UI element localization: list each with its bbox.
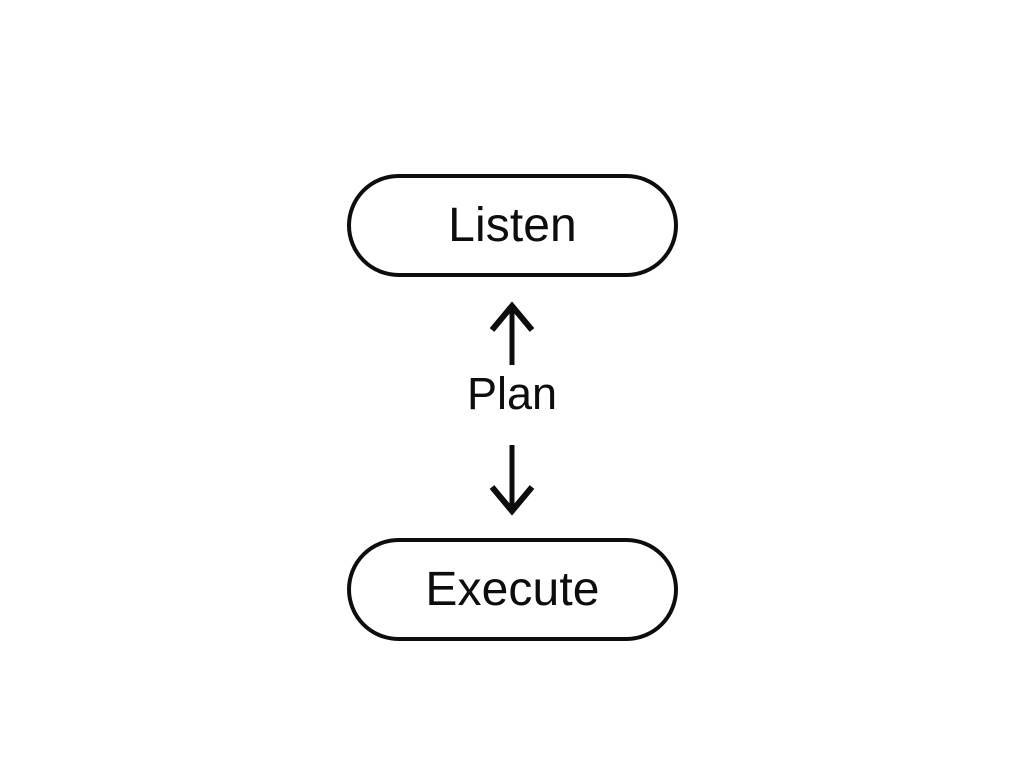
arrow-up-head-icon	[489, 301, 535, 332]
arrow-down-head-icon	[489, 485, 535, 516]
node-listen[interactable]: Listen	[347, 174, 678, 277]
node-execute[interactable]: Execute	[347, 538, 678, 641]
node-execute-label: Execute	[425, 562, 600, 616]
edge-label-plan: Plan	[466, 368, 558, 419]
node-listen-label: Listen	[448, 198, 577, 252]
